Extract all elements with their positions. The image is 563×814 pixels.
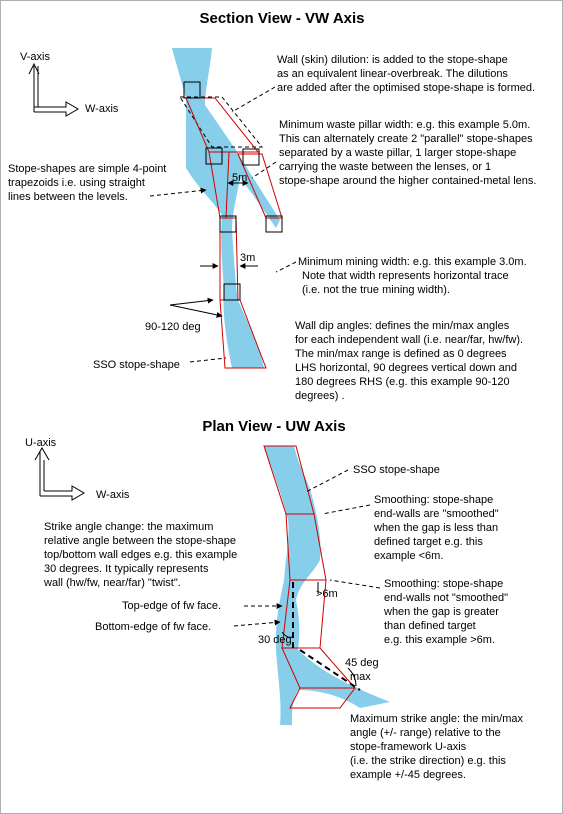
- section-sso-leader: [189, 357, 227, 363]
- section-title: Section View - VW Axis: [199, 10, 364, 27]
- not-smoothed-leader: [329, 579, 381, 589]
- plan-w-axis-label: W-axis: [96, 489, 130, 501]
- mining-width-value: 3m: [240, 252, 255, 264]
- bottom-edge-leader: [233, 619, 281, 627]
- bottom-edge-label: Bottom-edge of fw face.: [95, 621, 211, 633]
- deg45-arc: [347, 667, 357, 687]
- deg30-arc: [281, 631, 295, 638]
- smoothed-leader: [321, 504, 371, 515]
- section-v-axis-label: V-axis: [20, 51, 50, 63]
- max-strike-line: [299, 649, 361, 691]
- trapezoid-leader: [149, 187, 207, 197]
- section-sso-label: SSO stope-shape: [93, 359, 180, 371]
- max-strike-note: Maximum strike angle: the min/max angle …: [350, 713, 526, 781]
- dip-range-label: 90-120 deg: [145, 321, 201, 333]
- top-edge-label: Top-edge of fw face.: [122, 600, 221, 612]
- mining-width-leader: [275, 261, 297, 273]
- dip-arrow-1: [169, 297, 214, 306]
- plan-orebody: [264, 446, 390, 725]
- dip-angle-note: Wall dip angles: defines the min/max ang…: [295, 320, 526, 402]
- plan-sso-label: SSO stope-shape: [353, 464, 440, 476]
- plan-title: Plan View - UW Axis: [202, 418, 345, 435]
- deg45-label: 45 deg max: [345, 657, 382, 683]
- not-smoothed-note: Smoothing: stope-shape end-walls not "sm…: [383, 578, 511, 646]
- section-axes: V-axis W-axis: [20, 51, 119, 117]
- gap-label: >6m: [316, 588, 338, 600]
- plan-sso-leader: [305, 469, 349, 493]
- smoothed-note: Smoothing: stope-shape end-walls are "sm…: [373, 494, 502, 562]
- pillar-width-leader: [251, 161, 277, 179]
- strike-change-note: Strike angle change: the maximum relativ…: [43, 521, 240, 589]
- trapezoid-note: Stope-shapes are simple 4-point trapezoi…: [8, 163, 169, 203]
- plan-stope-shapes: [263, 445, 357, 709]
- pillar-width-note: Minimum waste pillar width: e.g. this ex…: [279, 119, 536, 187]
- wall-dilution-leader: [231, 86, 276, 113]
- section-level-boxes: [183, 81, 283, 301]
- dip-arrow-2: [169, 304, 223, 318]
- mining-width-note: Minimum mining width: e.g. this example …: [298, 256, 530, 296]
- plan-u-axis-label: U-axis: [25, 437, 57, 449]
- wall-dilution-note: Wall (skin) dilution: is added to the st…: [277, 54, 535, 94]
- wall-dilution-envelope: [179, 96, 264, 148]
- pillar-width-value: 5m: [232, 172, 247, 184]
- plan-axes: U-axis W-axis: [25, 437, 130, 501]
- section-w-axis-label: W-axis: [85, 103, 119, 115]
- deg30-label: 30 deg: [258, 634, 292, 646]
